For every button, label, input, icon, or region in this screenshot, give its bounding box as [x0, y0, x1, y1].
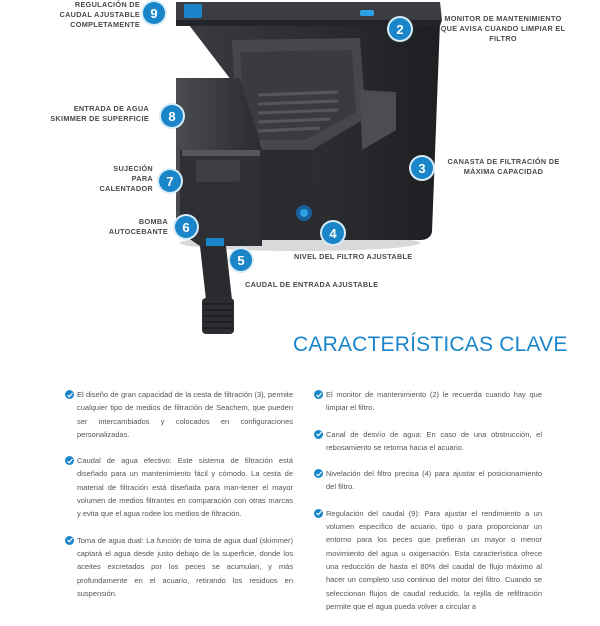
- section-heading: CARACTERÍSTICAS CLAVE: [293, 333, 568, 356]
- callout-badge-5: 5: [230, 249, 252, 271]
- feature-text: Nivelación del filtro precisa (4) para a…: [326, 469, 542, 492]
- feature-text: El monitor de mantenimiento (2) le recue…: [326, 390, 542, 413]
- right-column: El monitor de mantenimiento (2) le recue…: [314, 388, 542, 626]
- callout-label-6: Bomba autocebante: [108, 217, 168, 236]
- feature-item: Nivelación del filtro precisa (4) para a…: [314, 467, 542, 494]
- callout-badge-3: 3: [411, 157, 433, 179]
- feature-item: El diseño de gran capacidad de la cesta …: [65, 388, 293, 441]
- feature-item: Canal de desvío de agua: En caso de una …: [314, 428, 542, 455]
- feature-item: Toma de agua dual: La función de toma de…: [65, 534, 293, 600]
- feature-text: Caudal de agua efectivo: Este sistema de…: [77, 456, 293, 519]
- check-circle-icon: [314, 508, 323, 518]
- callout-label-9: Regulación de caudal ajustable completam…: [59, 0, 140, 29]
- callout-label-3: Canasta de filtración de máxima capacida…: [447, 157, 560, 176]
- callout-label-7: Sujeción para calentador: [99, 164, 153, 193]
- callout-label-8: Entrada de agua skimmer de superficie: [50, 104, 149, 123]
- check-circle-icon: [314, 429, 323, 439]
- check-circle-icon: [314, 390, 323, 399]
- check-circle-icon: [65, 456, 74, 466]
- check-circle-icon: [65, 535, 74, 545]
- callout-label-5: Caudal de entrada ajustable: [245, 280, 379, 289]
- callout-badge-8: 8: [161, 105, 183, 127]
- feature-item: Caudal de agua efectivo: Este sistema de…: [65, 454, 293, 520]
- feature-text: Toma de agua dual: La función de toma de…: [77, 535, 293, 598]
- feature-item: Regulación del caudal (9): Para ajustar …: [314, 507, 542, 613]
- callout-label-2: Monitor de mantenimiento que avisa cuand…: [440, 14, 566, 43]
- callout-badge-4: 4: [322, 222, 344, 244]
- feature-item: El monitor de mantenimiento (2) le recue…: [314, 388, 542, 415]
- feature-text: Regulación del caudal (9): Para ajustar …: [326, 508, 542, 611]
- callout-badge-6: 6: [175, 216, 197, 238]
- check-circle-icon: [65, 390, 74, 399]
- callout-badge-7: 7: [159, 170, 181, 192]
- feature-text: Canal de desvío de agua: En caso de una …: [326, 429, 542, 452]
- filter-product-image: [176, 2, 442, 334]
- check-circle-icon: [314, 469, 323, 479]
- left-column: El diseño de gran capacidad de la cesta …: [65, 388, 293, 613]
- feature-text: El diseño de gran capacidad de la cesta …: [77, 390, 293, 439]
- callout-badge-9: 9: [143, 2, 165, 24]
- callout-badge-2: 2: [389, 18, 411, 40]
- callout-label-4: Nivel del filtro ajustable: [294, 252, 413, 261]
